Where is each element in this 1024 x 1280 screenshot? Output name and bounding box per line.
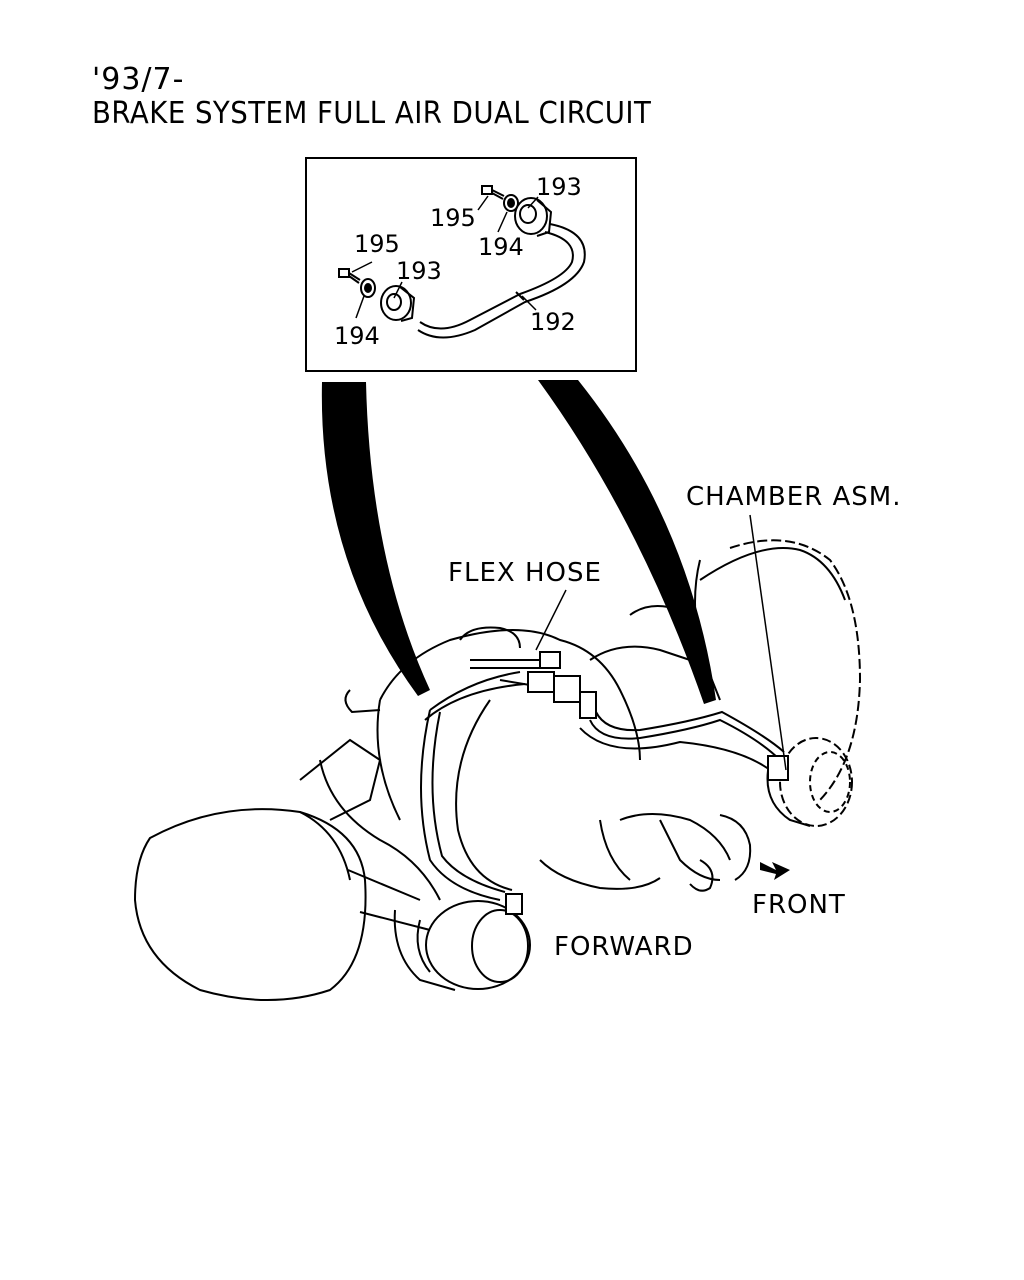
- inset-label-195-lower: 195: [354, 230, 400, 258]
- inset-lower-fitting: [338, 268, 416, 322]
- inset-label-193-upper: 193: [536, 173, 582, 201]
- inset-label-194-lower: 194: [334, 322, 380, 350]
- brake-lines: [420, 659, 785, 901]
- callout-chamber-asm: CHAMBER ASM.: [686, 482, 902, 512]
- date-code: '93/7-: [92, 62, 185, 97]
- callout-flex-hose: FLEX HOSE: [448, 558, 602, 588]
- inset-label-195-upper: 195: [430, 204, 476, 232]
- diagram-title: BRAKE SYSTEM FULL AIR DUAL CIRCUIT: [92, 96, 652, 131]
- inset-upper-fitting: [481, 185, 553, 237]
- inset-leaders: [351, 195, 539, 319]
- zoom-wedge-right: [538, 380, 716, 704]
- zoom-wedge-left: [321, 382, 430, 696]
- callout-front: FRONT: [752, 890, 846, 920]
- relay-valve: [505, 651, 789, 915]
- inset-label-194-upper: 194: [478, 233, 524, 261]
- axle-assembly: [133, 539, 862, 1001]
- callout-leaders: [535, 514, 787, 771]
- inset-label-193-lower: 193: [396, 257, 442, 285]
- inset-label-192: 192: [530, 308, 576, 336]
- inset-frame: [305, 157, 637, 372]
- callout-forward: FORWARD: [554, 932, 694, 962]
- inset-hose: [417, 223, 586, 339]
- front-arrow-icon: [760, 862, 790, 880]
